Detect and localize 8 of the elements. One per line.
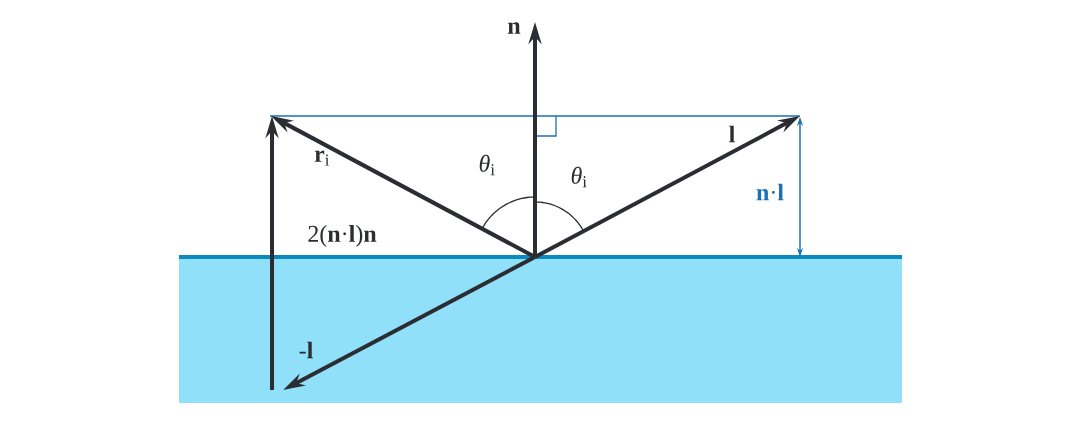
vector-label: -l [299, 341, 313, 359]
vector-label: n·l [756, 183, 784, 201]
vector-label: n [508, 22, 521, 34]
vector-label: θ$_{i}$ [571, 166, 587, 188]
vector-label: 2(n·l)n [308, 225, 377, 247]
vector-label: θ$_{i}$ [479, 154, 495, 176]
vector-label: r$_{i}$ [314, 150, 330, 166]
vector-label: l [729, 125, 735, 143]
